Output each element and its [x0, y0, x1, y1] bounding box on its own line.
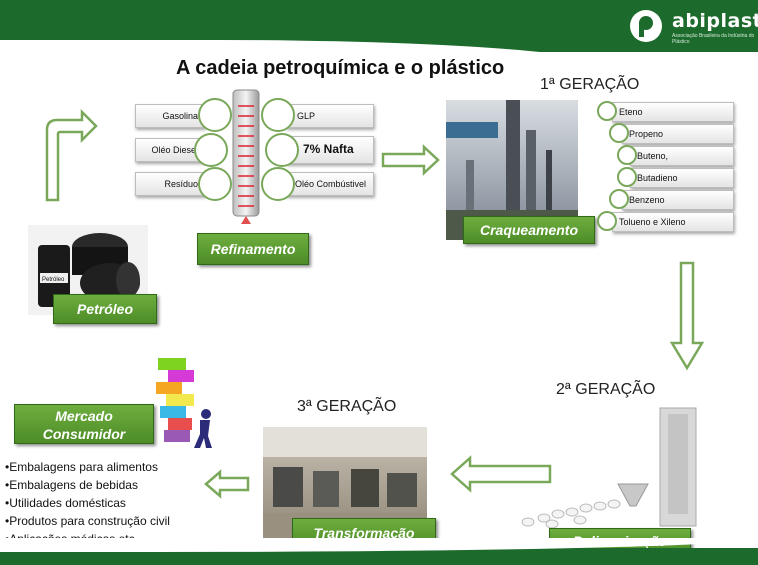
- list-item: •Utilidades domésticas: [5, 496, 126, 510]
- product-box-glp: GLP: [286, 104, 374, 128]
- page-title: A cadeia petroquímica e o plástico: [176, 57, 505, 79]
- connector-circle: [609, 123, 629, 143]
- connector-circle: [198, 98, 232, 132]
- connector-circle: [198, 167, 232, 201]
- petroleum-barrels-image: Petróleo: [28, 225, 148, 315]
- connector-circle: [609, 189, 629, 209]
- refinement-label: Refinamento: [197, 233, 309, 265]
- market-label-line1: Mercado: [55, 408, 113, 424]
- cracking-product-label: Eteno: [619, 107, 643, 117]
- cracking-product-box: Benzeno: [622, 190, 734, 210]
- cracking-product-box: Tolueno e Xileno: [612, 212, 734, 232]
- product-box-fuel-oil: Oléo Combústivel: [286, 172, 374, 196]
- connector-circle: [617, 145, 637, 165]
- cracking-product-label: Butadieno: [637, 173, 678, 183]
- stacked-boxes-icon: [156, 358, 212, 448]
- cracking-product-box: Propeno: [622, 124, 734, 144]
- cracking-product-label: Buteno,: [637, 151, 669, 161]
- connector-circle: [261, 98, 295, 132]
- abiplast-logo-icon: [630, 10, 662, 42]
- cracking-product-box: Butadieno: [630, 168, 734, 188]
- left-arrow-icon: [450, 455, 552, 493]
- list-item: •Embalagens para alimentos: [5, 460, 158, 474]
- distillation-column-icon: [232, 89, 260, 224]
- cracking-product-label: Benzeno: [629, 195, 665, 205]
- product-label: 7% Nafta: [303, 142, 354, 156]
- footer-bar: [0, 538, 758, 565]
- product-box-gasoline: Gasolina: [135, 104, 205, 128]
- barrel-label: Petróleo: [42, 277, 65, 283]
- product-label: Gasolina: [162, 111, 198, 121]
- cracking-product-box: Eteno: [612, 102, 734, 122]
- first-generation-heading: 1ª GERAÇÃO: [540, 76, 640, 93]
- barrel-icon: Petróleo: [38, 233, 140, 307]
- product-box-nafta: 7% Nafta: [286, 136, 374, 164]
- third-generation-heading: 3ª GERAÇÃO: [297, 398, 397, 415]
- product-box-residue: Resíduo: [135, 172, 205, 196]
- brand-name: abiplast: [672, 10, 758, 32]
- connector-circle: [597, 101, 617, 121]
- cracking-product-label: Propeno: [629, 129, 664, 139]
- connector-circle: [617, 167, 637, 187]
- market-label-line2: Consumidor: [42, 426, 126, 442]
- polymerization-equipment-image: [521, 407, 697, 529]
- connector-circle: [261, 167, 295, 201]
- second-generation-heading: 2ª GERAÇÃO: [556, 381, 656, 398]
- market-list: •Embalagens para alimentos •Embalagens d…: [5, 458, 170, 548]
- connector-circle: [194, 133, 228, 167]
- cracking-product-box: Buteno,: [630, 146, 734, 166]
- bent-arrow-icon: [45, 108, 98, 202]
- right-arrow-icon: [381, 144, 440, 176]
- down-arrow-icon: [669, 261, 705, 371]
- brand-subtitle: Associação Brasileira da Indústria do Pl…: [672, 33, 755, 45]
- cracking-label: Craqueamento: [463, 216, 595, 244]
- cracking-product-label: Tolueno e Xileno: [619, 217, 686, 227]
- product-box-diesel: Oléo Diesel: [135, 138, 205, 162]
- left-arrow-small-icon: [204, 469, 250, 499]
- product-label: GLP: [297, 111, 316, 121]
- product-label: Oléo Diesel: [151, 145, 198, 155]
- connector-circle: [265, 133, 299, 167]
- product-label: Oléo Combústivel: [295, 179, 367, 189]
- market-label: Mercado Consumidor: [14, 404, 154, 444]
- connector-circle: [597, 211, 617, 231]
- list-item: •Embalagens de bebidas: [5, 478, 138, 492]
- list-item: •Produtos para construção civil: [5, 514, 170, 528]
- product-label: Resíduo: [164, 179, 198, 189]
- petroleum-label: Petróleo: [53, 294, 157, 324]
